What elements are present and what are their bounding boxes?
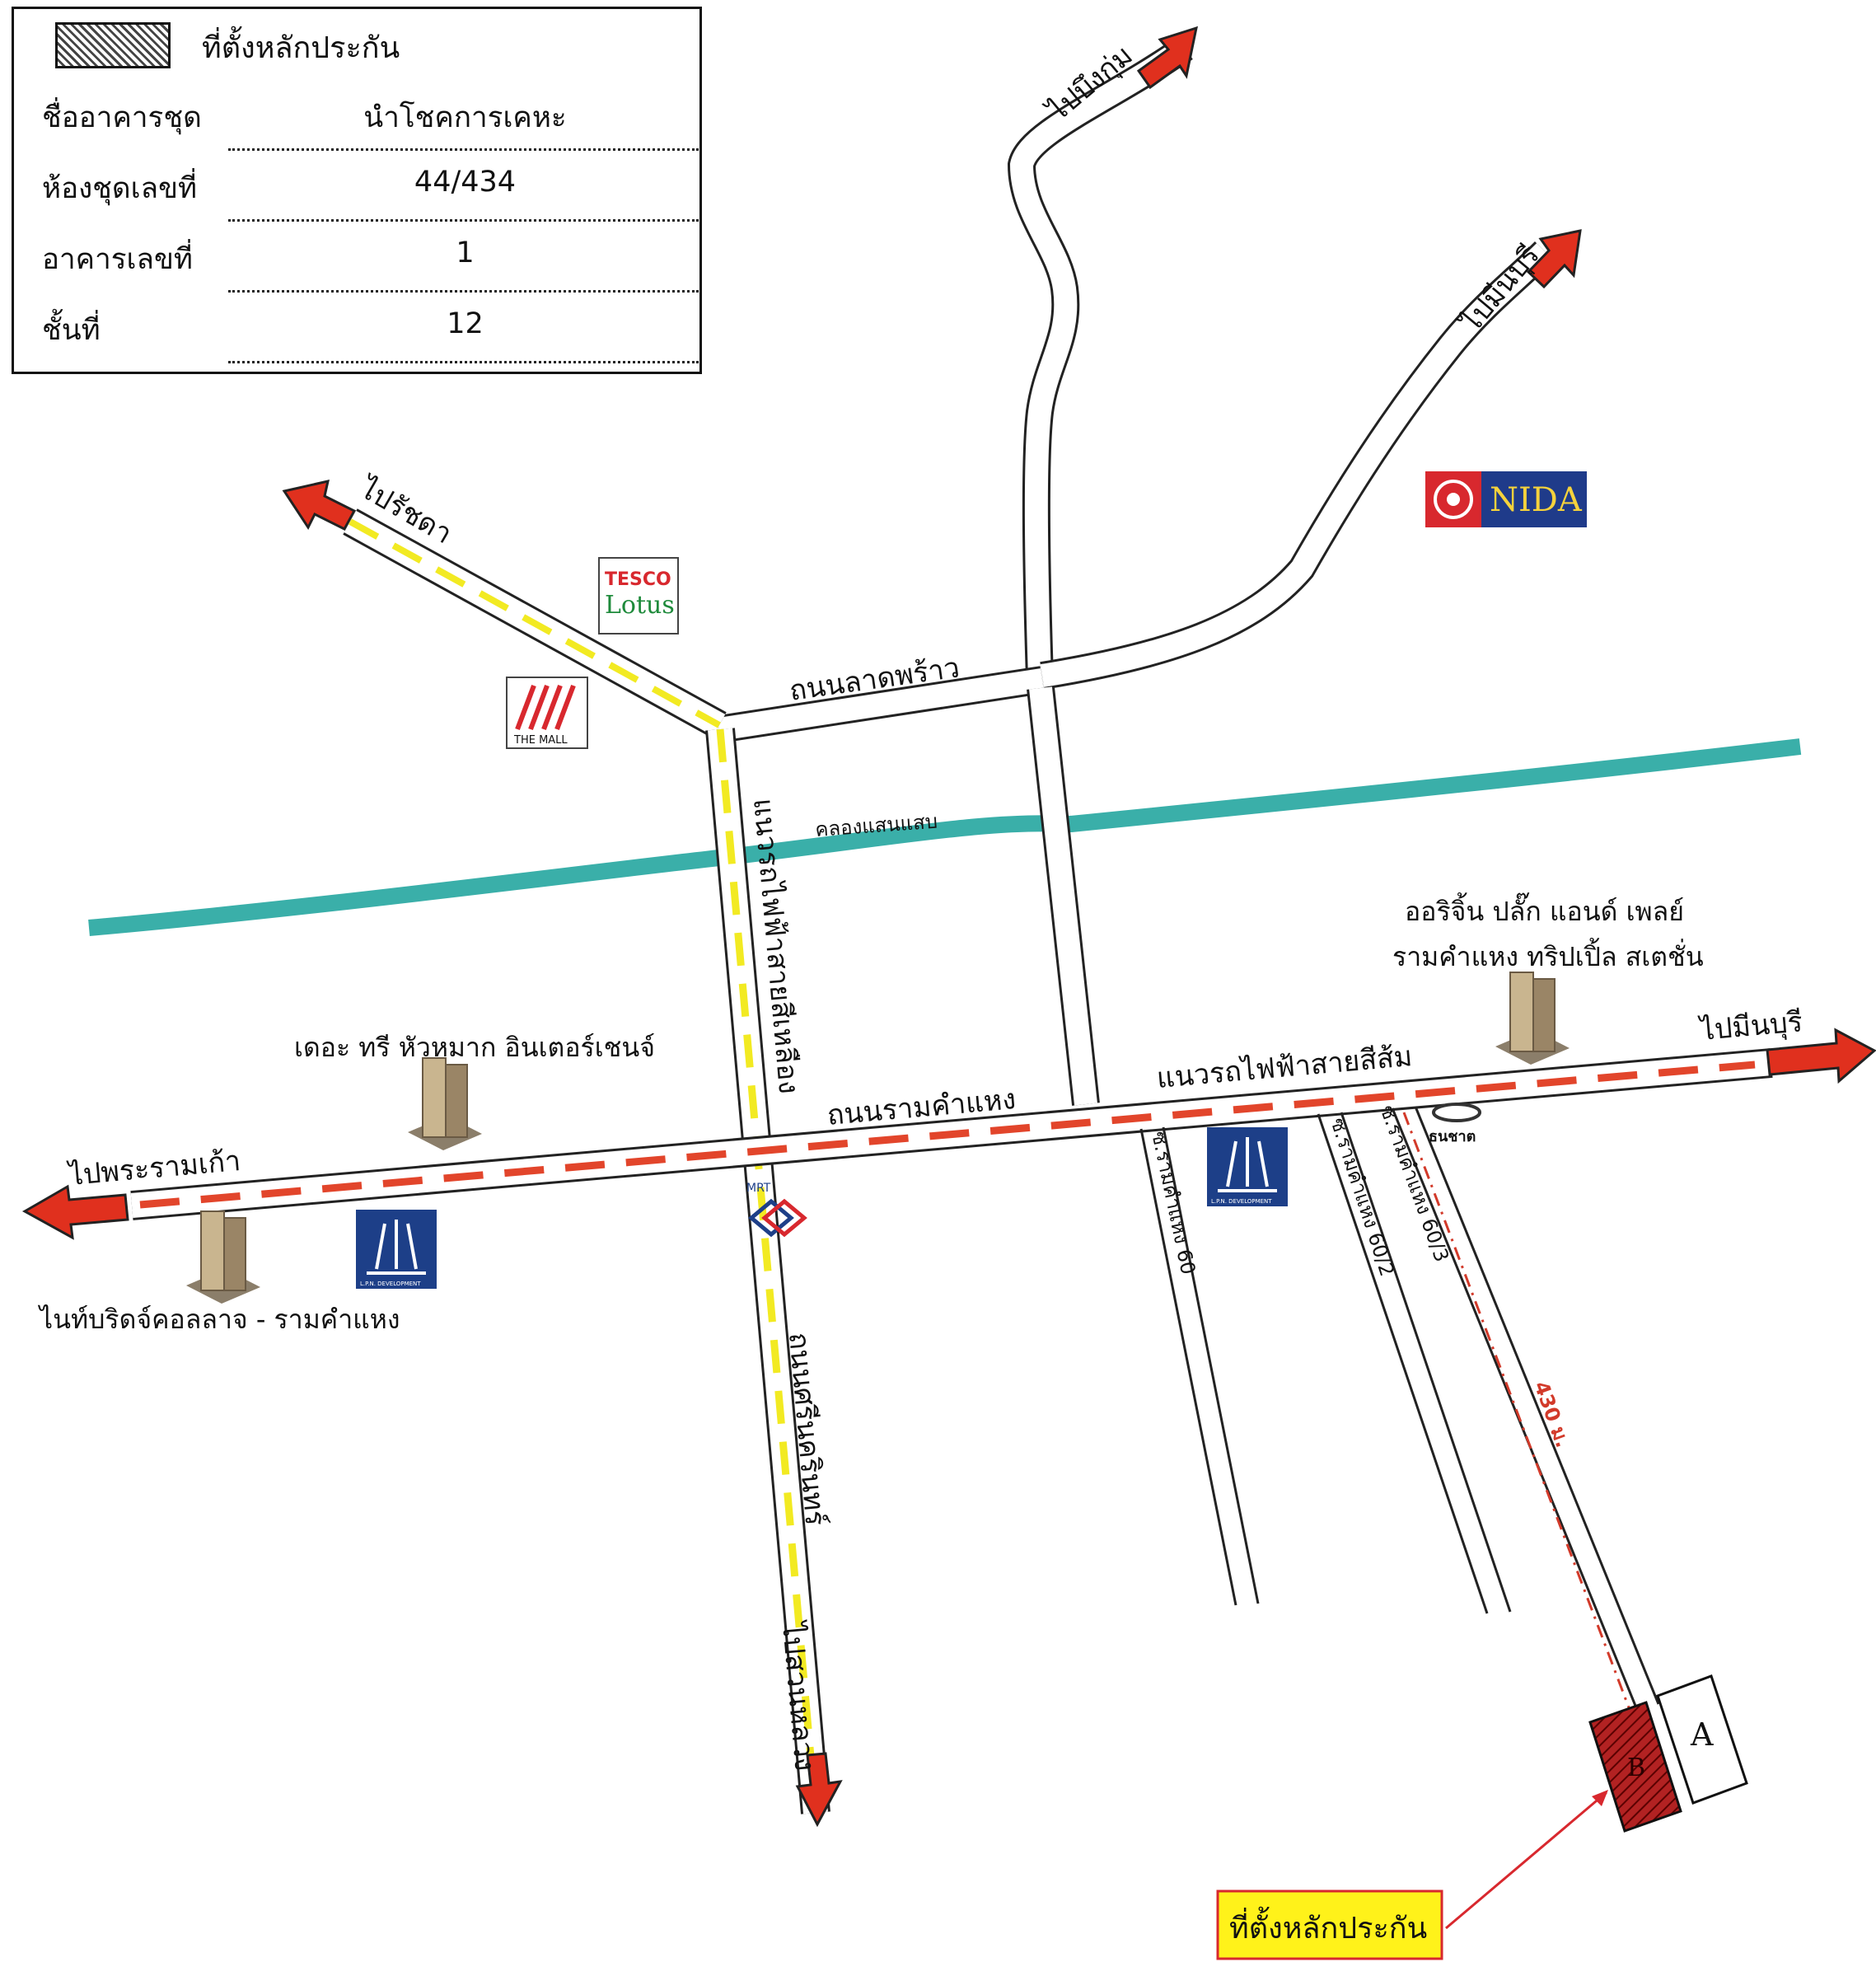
legend-label: ชื่ออาคารชุด: [42, 101, 202, 134]
legend-dotted-rule: [228, 361, 699, 363]
legend-box: ที่ตั้งหลักประกัน ชื่ออาคารชุด นำโชคการเ…: [12, 7, 702, 374]
building-a: A: [1656, 1674, 1748, 1805]
road-ladprao: [717, 666, 1045, 743]
road-soi-60-2: [1317, 1112, 1512, 1614]
callout-pointer: [1445, 1791, 1607, 1930]
legend-row-building-name: ชื่ออาคารชุด นำโชคการเคหะ: [14, 80, 702, 151]
callout-box: ที่ตั้งหลักประกัน: [1216, 1889, 1443, 1960]
label-origin-line2: รามคำแหง ทริปเปิ้ล สเตชั่น: [1392, 938, 1704, 972]
arrow-suan-luang-icon: [795, 1752, 843, 1828]
svg-text:NIDA: NIDA: [1490, 481, 1583, 519]
arrow-bueng-kum-icon: [1136, 26, 1198, 90]
yellow-line-route: [716, 728, 820, 1814]
svg-text:A: A: [1690, 1716, 1714, 1753]
road-min-buri-upper: [1040, 241, 1556, 690]
lpn-logo-left: L.P.N. DEVELOPMENT: [356, 1210, 437, 1289]
legend-label: ห้องชุดเลขที่: [42, 172, 198, 205]
legend-hatch-swatch: [55, 22, 171, 68]
lpn-logo-right: L.P.N. DEVELOPMENT: [1207, 1127, 1288, 1206]
building-icon-origin: [1495, 972, 1570, 1065]
building-b-site: B: [1588, 1701, 1682, 1833]
label-to-min-buri-right: ไปมีนบุรี: [1696, 1005, 1803, 1047]
road-soi-60: [1139, 1126, 1260, 1606]
arrow-min-buri-top-icon: [1526, 229, 1582, 289]
label-distance: 430 ม.: [1529, 1378, 1574, 1450]
legend-row-building-number: อาคารเลขที่ 1: [14, 222, 702, 293]
building-icon-nightbridge: [186, 1210, 260, 1304]
svg-text:TESCO: TESCO: [605, 569, 671, 590]
legend-dotted-rule: [228, 219, 699, 222]
legend-label: อาคารเลขที่: [42, 243, 193, 276]
road-ladprao-south: [1027, 686, 1100, 1106]
arrow-ratchada-icon: [282, 480, 357, 531]
label-the-tree: เดอะ ทรี หัวหมาก อินเตอร์เชนจ์: [294, 1032, 655, 1063]
svg-text:MRT: MRT: [746, 1182, 771, 1195]
arrow-min-buri-right-icon: [1766, 1028, 1876, 1084]
label-to-min-buri-top: ไปมีนบุรี: [1453, 239, 1546, 340]
svg-text:ธนชาต: ธนชาต: [1429, 1128, 1476, 1145]
legend-row-unit-number: ห้องชุดเลขที่ 44/434: [14, 151, 702, 222]
legend-value: 44/434: [414, 166, 517, 199]
road-bueng-kum: [1007, 36, 1193, 679]
legend-value: นำโชคการเคหะ: [363, 101, 567, 134]
tesco-lotus-logo: TESCO Lotus: [598, 557, 679, 634]
legend-label: ชั้นที่: [42, 314, 101, 347]
route-to-site: [1402, 1112, 1643, 1741]
the-mall-logo: THE MALL: [506, 677, 588, 749]
orange-line-route: [139, 1061, 1756, 1209]
svg-text:ที่ตั้งหลักประกัน: ที่ตั้งหลักประกัน: [1229, 1906, 1427, 1946]
svg-text:L.P.N. DEVELOPMENT: L.P.N. DEVELOPMENT: [1211, 1198, 1272, 1205]
svg-text:Lotus: Lotus: [605, 591, 675, 620]
road-soi-60-3: [1391, 1106, 1660, 1741]
arrow-phra-ram-9-icon: [21, 1184, 129, 1240]
road-srinakarin: [705, 728, 830, 1814]
label-origin-line1: ออริจิ้น ปลั๊ก แอนด์ เพลย์: [1405, 892, 1684, 927]
legend-dotted-rule: [228, 290, 699, 293]
canal-saen-saep: [88, 738, 1802, 936]
legend-value: 12: [447, 307, 484, 340]
building-icon-the-tree: [408, 1057, 482, 1150]
legend-key-label: ที่ตั้งหลักประกัน: [202, 31, 400, 65]
legend-value: 1: [456, 236, 475, 269]
nida-logo: NIDA: [1425, 471, 1587, 527]
svg-text:B: B: [1627, 1754, 1645, 1782]
svg-text:THE MALL: THE MALL: [513, 734, 568, 747]
road-ratchada: [343, 508, 727, 738]
label-nightbridge: ไนท์บริดจ์คอลลาจ - รามคำแหง: [37, 1304, 400, 1335]
legend-row-floor: ชั้นที่ 12: [14, 293, 702, 363]
legend-dotted-rule: [228, 148, 699, 151]
svg-text:L.P.N. DEVELOPMENT: L.P.N. DEVELOPMENT: [360, 1281, 421, 1287]
callout-arrowhead: [1592, 1790, 1608, 1806]
road-ramkhamhaeng: [130, 1048, 1773, 1220]
mrt-logo: MRT: [746, 1182, 807, 1238]
thanachart-logo: ธนชาต: [1429, 1103, 1481, 1145]
